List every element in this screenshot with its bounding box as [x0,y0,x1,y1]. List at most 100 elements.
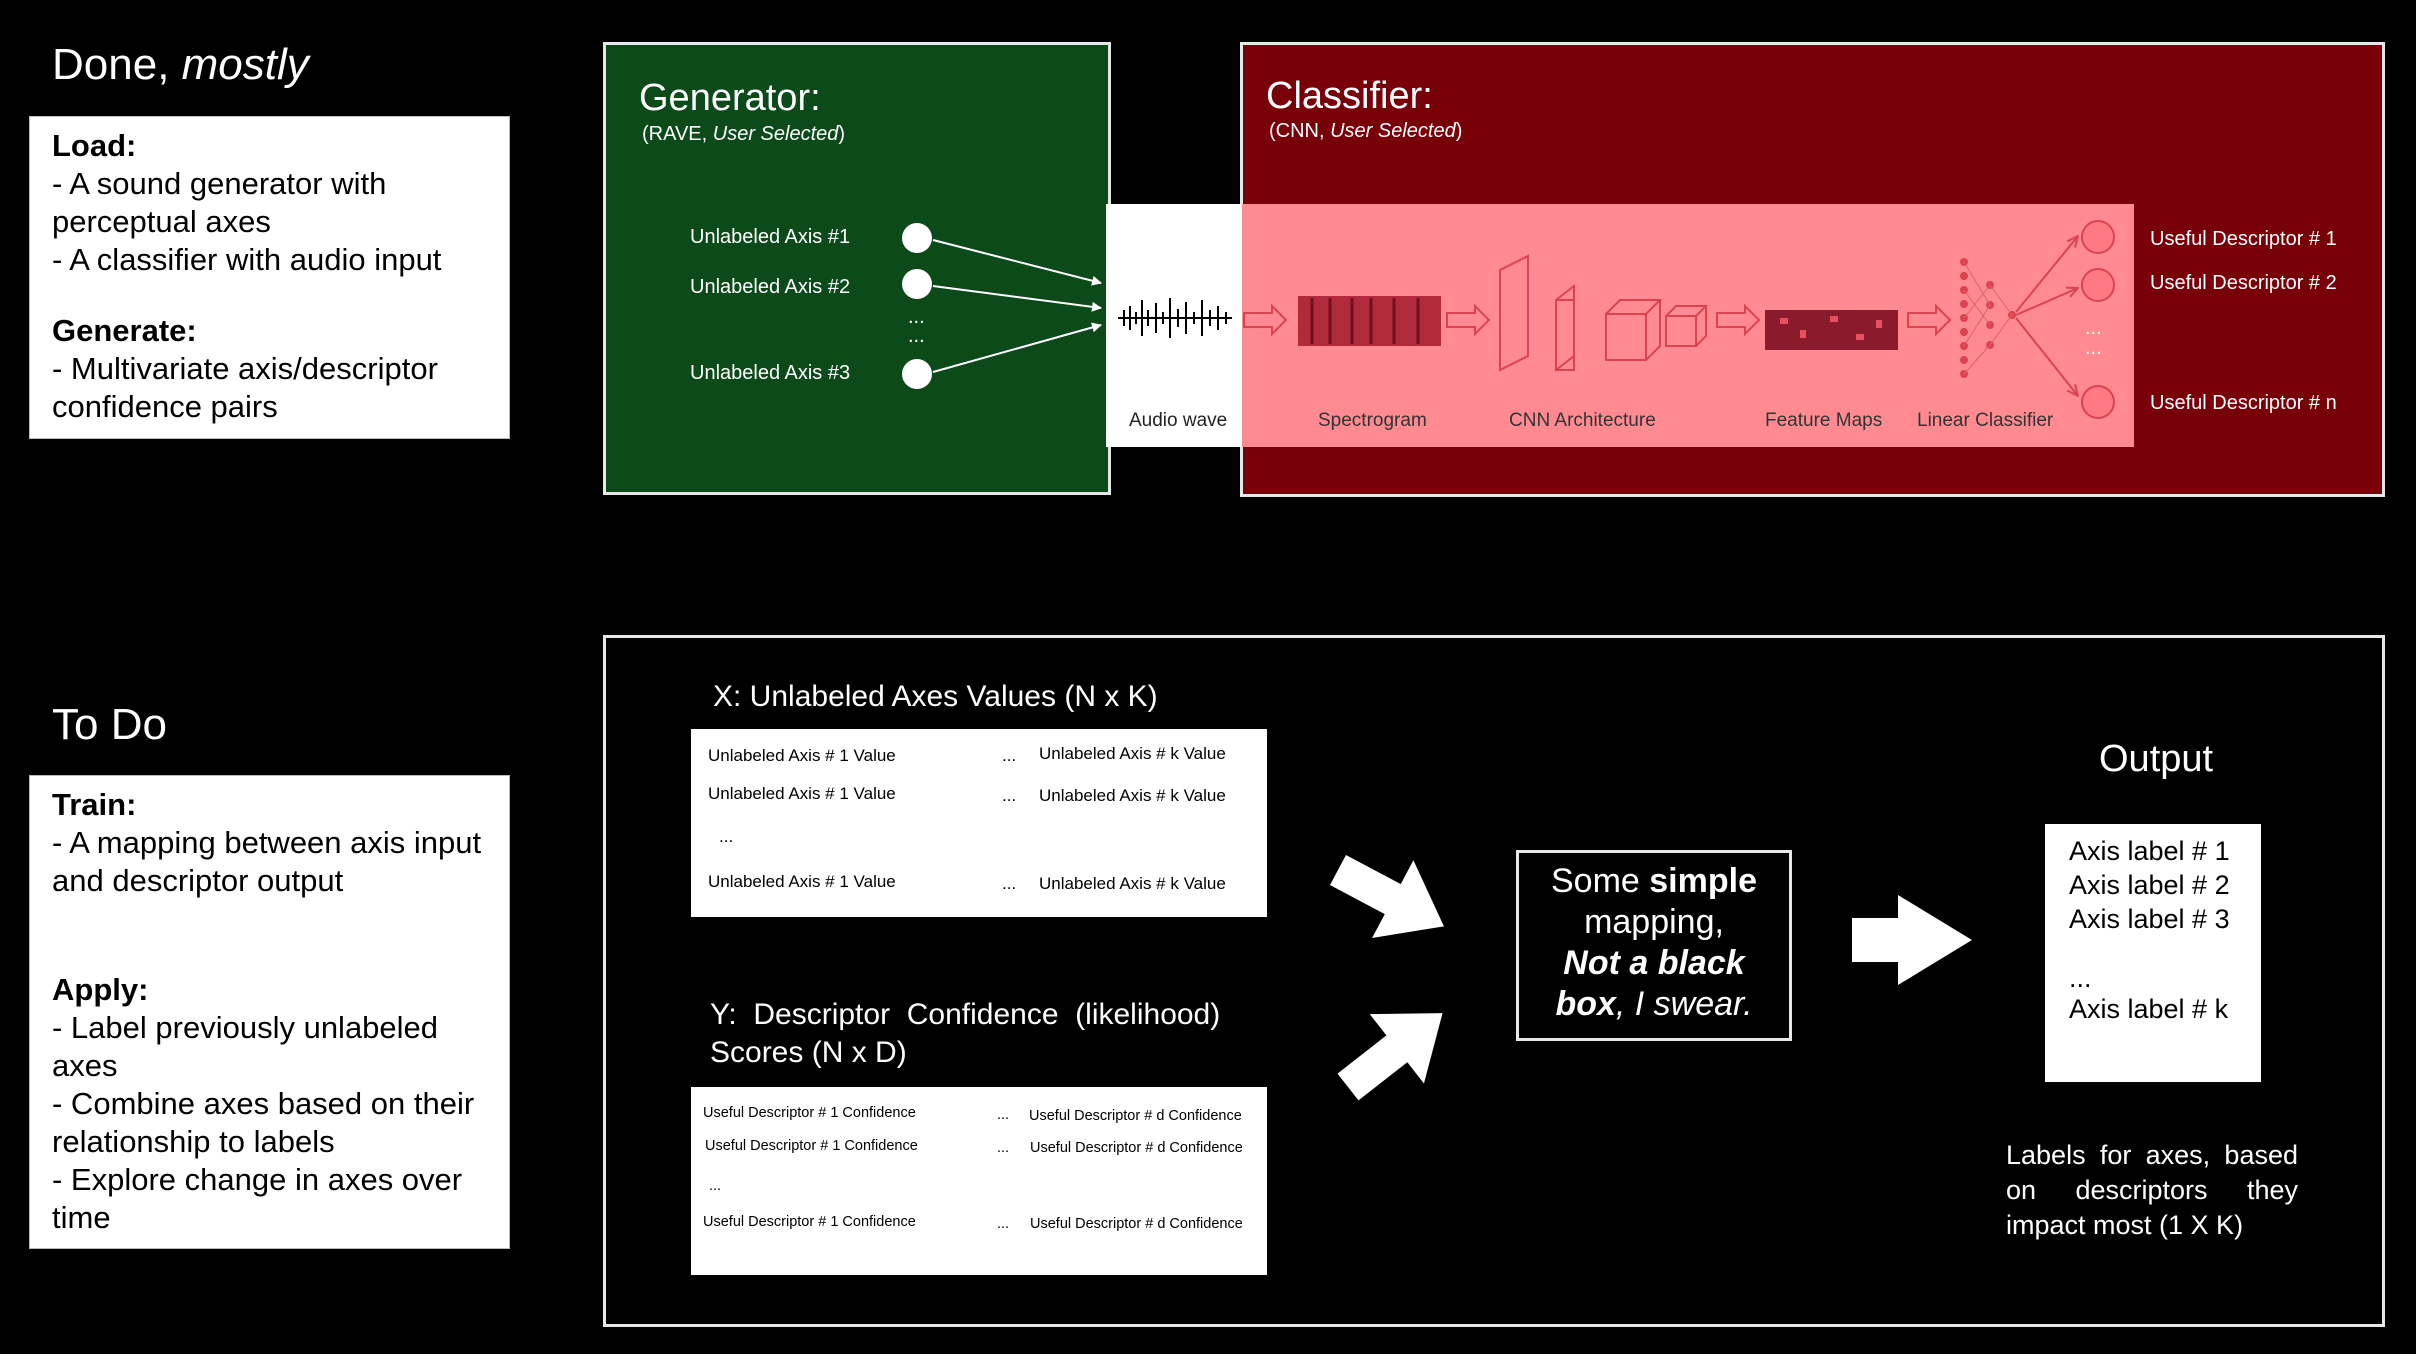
generator-axis-3: Unlabeled Axis #3 [690,362,851,384]
apply-item-explore: - Explore change in axes over time [52,1162,463,1235]
x-row-2-dots: ... [1002,786,1017,805]
y-row-3-ellipsis: ... [709,1178,722,1194]
stage-label-spectrogram: Spectrogram [1318,410,1427,431]
classifier-sub-b: User Selected [1330,120,1456,142]
classifier-sub-c: ) [1455,120,1463,142]
apply-heading: Apply: [52,972,149,1007]
descriptor-label-1: Useful Descriptor # 1 [2150,228,2337,250]
apply-item-combine: - Combine axes based on their relationsh… [52,1086,475,1159]
done-box: Load: - A sound generator with perceptua… [29,116,510,439]
generator-title: Generator: [639,77,821,119]
output-ellipsis: ... [2069,963,2092,993]
train-heading: Train: [52,787,137,822]
x-row-1-dots: ... [1002,746,1017,765]
load-item-generator: - A sound generator with perceptual axes [52,166,387,239]
generator-axis-2: Unlabeled Axis #2 [690,276,851,298]
x-row-4-first: Unlabeled Axis # 1 Value [708,872,896,891]
classifier-title: Classifier: [1266,75,1433,117]
mapping-simple: simple [1649,862,1757,900]
todo-panel [603,635,2385,1327]
load-heading: Load: [52,128,137,163]
x-matrix-title: X: Unlabeled Axes Values (N x K) [713,680,1158,713]
cnn-architecture-icon [1499,254,1709,373]
todo-title: To Do [52,700,167,749]
classifier-ellipsis: ... ... [2085,317,2102,359]
y-row-4-last: Useful Descriptor # d Confidence [1030,1216,1243,1232]
stage-label-feature-maps: Feature Maps [1765,410,1883,431]
classifier-subtitle: (CNN, User Selected) [1269,120,1462,143]
audio-waveform-icon [1118,298,1232,338]
mapping-line-3: Not a black [1519,943,1789,984]
classifier-sub-a: (CNN, [1269,120,1331,142]
done-title-emphasis: mostly [181,40,309,89]
mapping-swear: , I swear. [1615,985,1753,1023]
descriptor-node-n [2081,385,2115,419]
generator-node-2 [902,269,932,299]
y-matrix-title-line-1: Y: Descriptor Confidence (likelihood) [710,998,1221,1031]
generator-sub-b: User Selected [712,123,839,145]
generator-edge-1 [932,239,1102,286]
arrow-y-to-mapping-icon [1337,1013,1443,1101]
x-row-1-last: Unlabeled Axis # k Value [1039,744,1226,763]
mapping-some: Some [1551,862,1650,900]
generator-edge-2 [932,285,1102,312]
arrow-mapping-to-output-icon [1852,895,1972,985]
x-row-2-first: Unlabeled Axis # 1 Value [708,784,896,803]
generator-panel [603,42,1111,495]
mapping-line-2: mapping, [1584,903,1724,941]
mapping-line-1: Some simple [1519,861,1789,902]
y-row-4-first: Useful Descriptor # 1 Confidence [703,1214,916,1230]
x-row-1-first: Unlabeled Axis # 1 Value [708,746,896,765]
arrow-x-to-mapping-icon [1330,854,1444,938]
output-label-2: Axis label # 2 [2069,870,2230,900]
output-box: Axis label # 1 Axis label # 2 Axis label… [2045,824,2261,1082]
stage-arrow-icons [1243,303,1952,337]
output-caption: Labels for axes, based on descriptors th… [2006,1140,2298,1240]
descriptor-label-n: Useful Descriptor # n [2150,392,2337,414]
load-item-classifier: - A classifier with audio input [52,242,442,277]
generator-axis-1: Unlabeled Axis #1 [690,226,851,248]
mapping-box-word: box [1555,985,1616,1023]
output-label-k: Axis label # k [2069,994,2229,1024]
y-row-1-first: Useful Descriptor # 1 Confidence [703,1105,916,1121]
y-row-4-dots: ... [997,1216,1010,1232]
descriptor-label-2: Useful Descriptor # 2 [2150,272,2337,294]
x-row-3-ellipsis: ... [719,827,734,846]
apply-item-label: - Label previously unlabeled axes [52,1010,439,1083]
generator-subtitle: (RAVE, User Selected) [642,123,845,146]
output-label-3: Axis label # 3 [2069,904,2230,934]
y-row-2-last: Useful Descriptor # d Confidence [1030,1140,1243,1156]
y-row-1-last: Useful Descriptor # d Confidence [1029,1108,1242,1124]
descriptor-node-2 [2081,268,2115,302]
generate-heading: Generate: [52,313,197,348]
generator-edge-3 [932,322,1102,373]
y-row-2-first: Useful Descriptor # 1 Confidence [705,1138,918,1154]
stage-label-linear-classifier: Linear Classifier [1917,410,2054,431]
x-matrix-box: Unlabeled Axis # 1 Value ... Unlabeled A… [691,729,1267,917]
generator-sub-c: ) [838,123,846,145]
y-matrix-box: Useful Descriptor # 1 Confidence ... Use… [691,1087,1267,1275]
generator-ellipsis: ... ... [908,306,925,347]
classifier-output-arrows [2015,236,2078,396]
generator-node-3 [902,359,932,389]
mapping-line-4: box, I swear. [1519,984,1789,1025]
y-row-2-dots: ... [997,1140,1010,1156]
mapping-box: Some simple mapping, Not a black box, I … [1516,850,1792,1041]
feature-maps-texture [1780,316,1882,340]
linear-classifier-edges [1963,261,2013,375]
x-row-2-last: Unlabeled Axis # k Value [1039,786,1226,805]
x-row-4-last: Unlabeled Axis # k Value [1039,874,1226,893]
audio-wave-stage [1106,204,1242,447]
output-label-1: Axis label # 1 [2069,836,2230,866]
x-row-4-dots: ... [1002,874,1017,893]
descriptor-node-1 [2081,220,2115,254]
generator-node-1 [902,223,932,253]
done-title: Done, mostly [52,40,309,90]
train-item: - A mapping between axis input and descr… [52,825,482,898]
todo-box: Train: - A mapping between axis input an… [29,775,510,1249]
generator-sub-a: (RAVE, [642,123,713,145]
spectrogram-texture [1310,298,1420,344]
y-matrix-title-line-2: Scores (N x D) [710,1036,907,1069]
